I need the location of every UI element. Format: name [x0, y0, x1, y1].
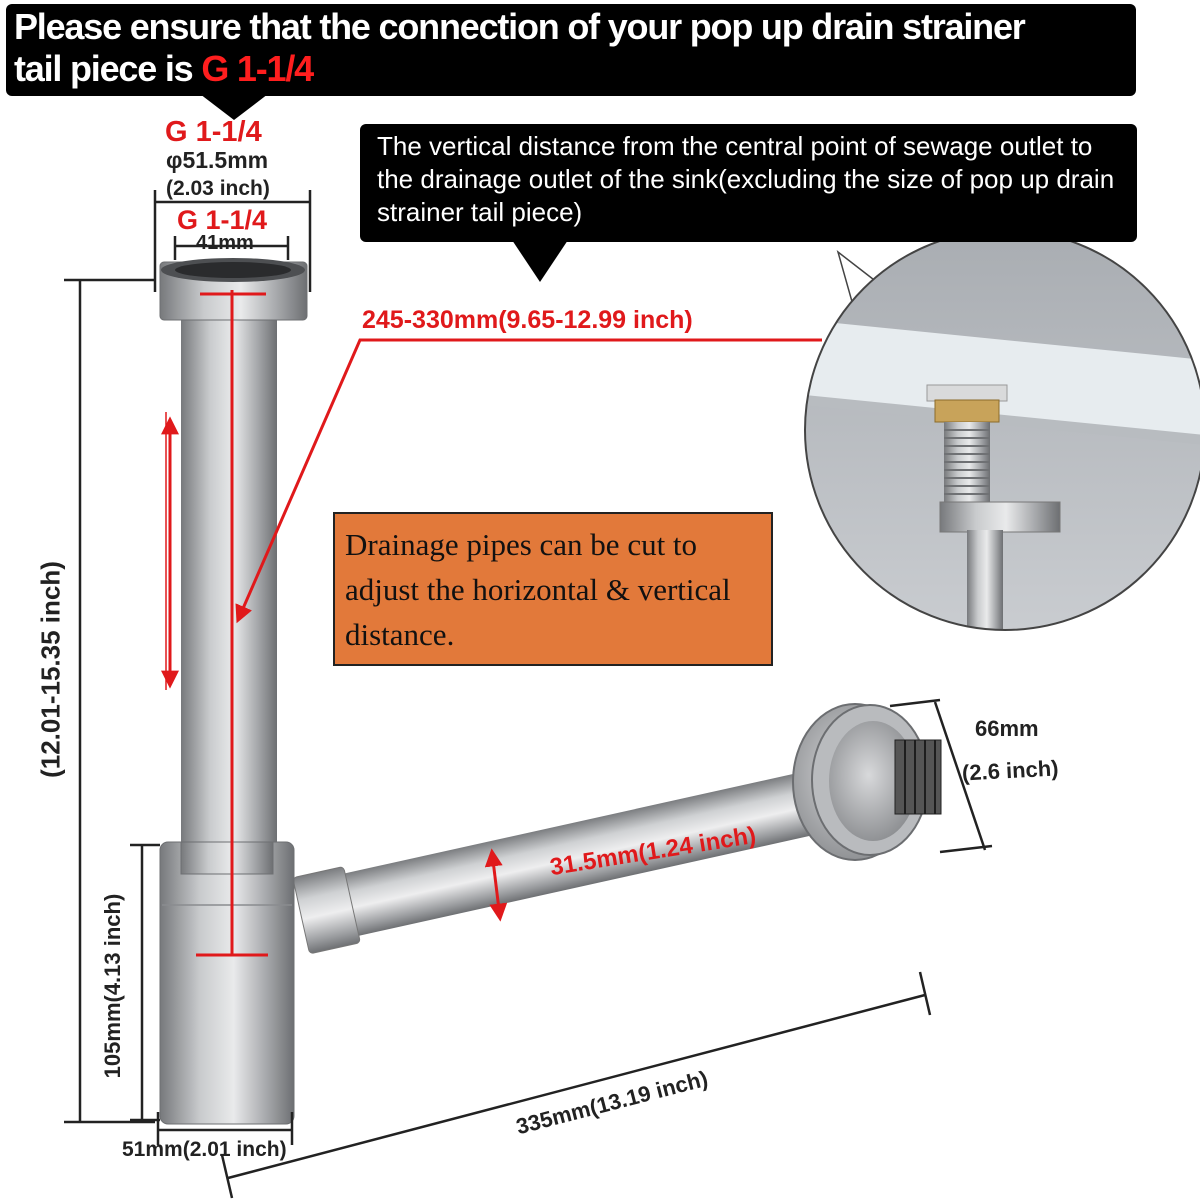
callout-text: The vertical distance from the central p…	[377, 131, 1115, 227]
outer-diameter-label: φ51.5mm	[166, 147, 269, 173]
note-text: Drainage pipes can be cut to adjust the …	[345, 527, 731, 652]
total-height-inch-label: (12.01-15.35 inch)	[35, 561, 66, 778]
banner-text: Please ensure that the connection of you…	[14, 6, 1129, 90]
flange-diameter-inch-label: (2.6 inch)	[961, 755, 1060, 786]
drain-trap-pipes	[159, 258, 942, 1125]
vertical-distance-callout	[360, 124, 1137, 242]
sink-detail-circle	[804, 229, 1200, 631]
thread-size-inner-label: G 1-1/4	[177, 205, 268, 235]
banner-line-1: Please ensure that the connection of you…	[14, 6, 1026, 47]
banner-thread-size: G 1-1/4	[201, 48, 314, 89]
flange-diameter-label: 66mm	[975, 716, 1039, 741]
top-banner	[6, 4, 1136, 96]
outer-diameter-inch-label: (2.03 inch)	[166, 177, 270, 200]
thread-size-top-label: G 1-1/4	[165, 116, 262, 148]
cut-to-length-note	[333, 512, 773, 666]
vertical-distance-label: 245-330mm(9.65-12.99 inch)	[362, 306, 693, 334]
trap-height-label: 105mm(4.13 inch)	[100, 893, 125, 1079]
trap-width-label: 51mm(2.01 inch)	[122, 1138, 287, 1161]
banner-pointer	[200, 94, 268, 120]
red-measure-marks	[161, 290, 822, 957]
inner-diameter-label: 41mm	[196, 232, 254, 254]
callout-pointer	[512, 240, 568, 282]
banner-line-2: tail piece is G 1-1/4	[14, 48, 1129, 90]
dimension-lines	[64, 190, 993, 1199]
banner-line-2-prefix: tail piece is	[14, 48, 202, 89]
